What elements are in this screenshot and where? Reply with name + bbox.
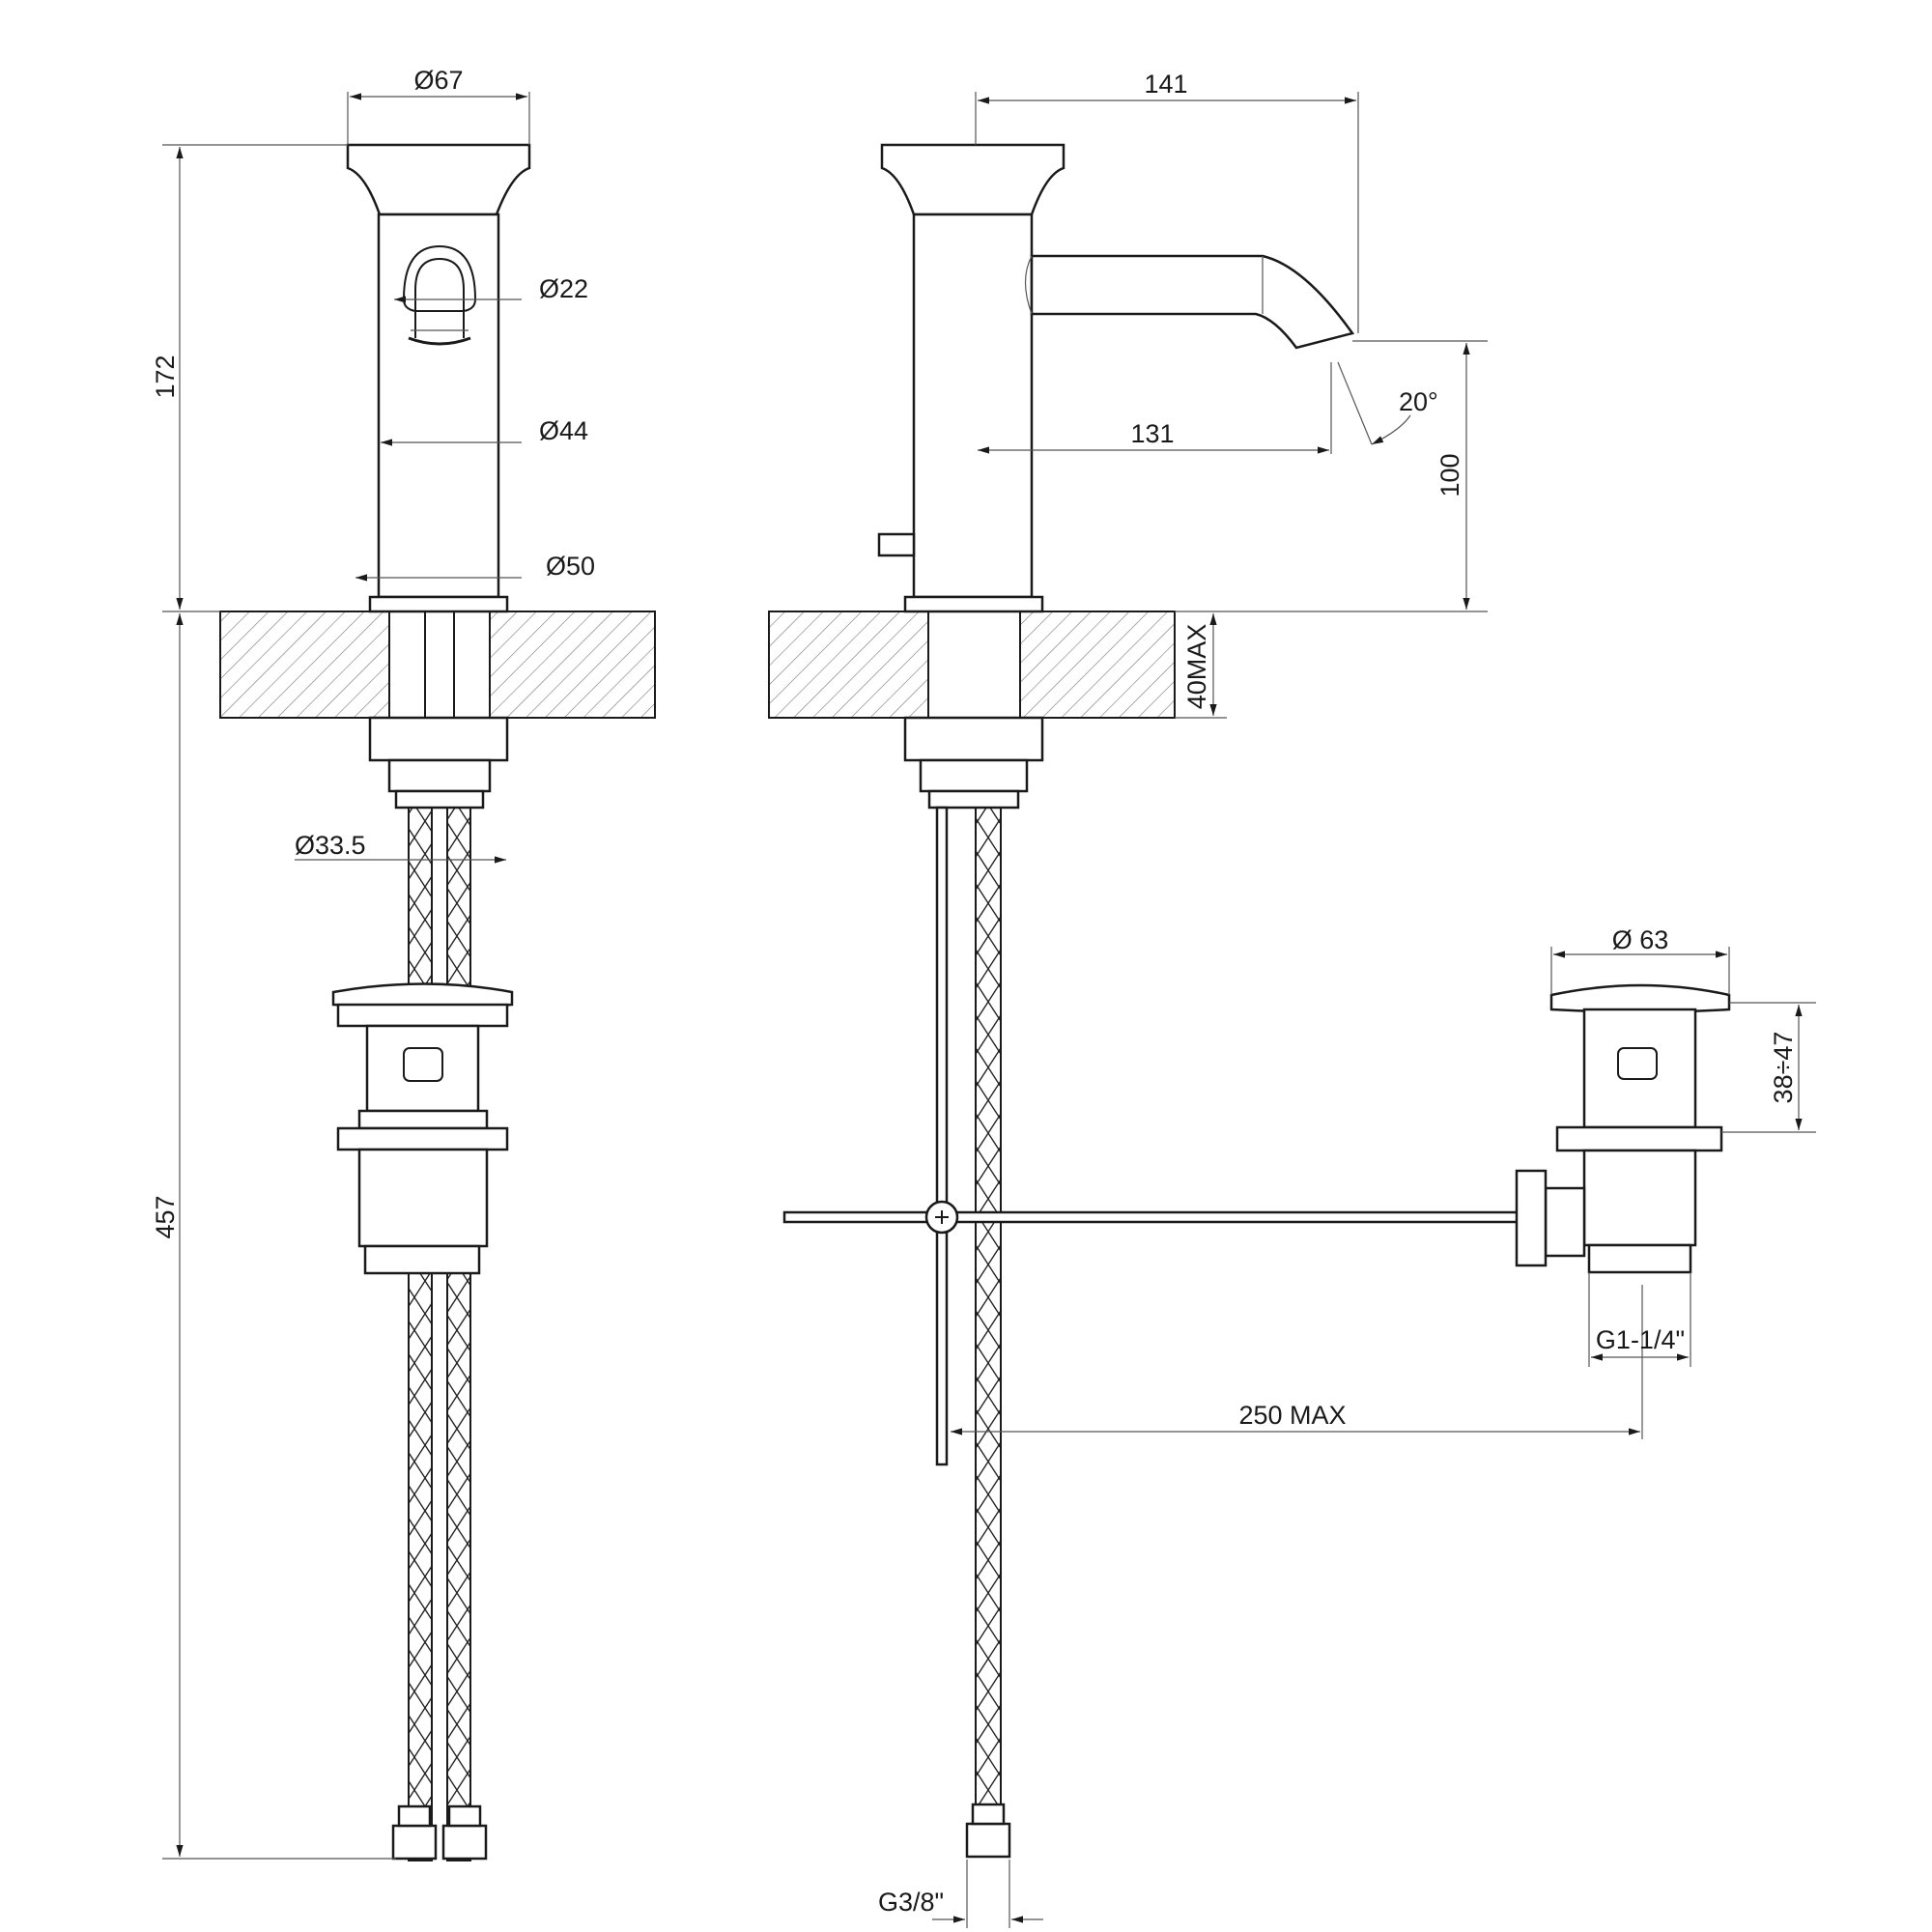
hose-side: [965, 807, 1011, 1859]
dim-angle20: 20°: [1399, 387, 1438, 416]
dim-d67: Ø67: [413, 66, 463, 95]
hoses-front: [391, 807, 488, 1861]
dim-h100: 100: [1435, 453, 1464, 497]
dim-d50: Ø50: [546, 552, 595, 581]
dimension-labels: Ø67 Ø22 Ø44 Ø50 Ø33.5 172 457 141 131 20…: [151, 66, 1798, 1917]
dim-d44: Ø44: [539, 416, 588, 445]
faucet-body-side: [877, 143, 1355, 613]
dim-h172: 172: [151, 355, 180, 398]
dim-38-47: 38÷47: [1769, 1032, 1798, 1104]
dimension-lines: [162, 92, 1816, 1928]
countertop-section-front: [219, 611, 656, 719]
dim-d33-5: Ø33.5: [295, 831, 366, 860]
dim-h457: 457: [151, 1195, 180, 1238]
dim-d63: Ø 63: [1612, 925, 1669, 954]
dim-thread-g3-8: G3/8": [878, 1888, 944, 1917]
waste-side: [1515, 983, 1731, 1274]
countertop-section-side: [768, 611, 1176, 719]
fittings-front: [368, 716, 509, 810]
dim-d22: Ø22: [539, 274, 588, 303]
dim-w141: 141: [1144, 70, 1187, 99]
dim-40max: 40MAX: [1182, 624, 1211, 710]
dim-rod-250max: 250 MAX: [1238, 1401, 1346, 1430]
fittings-side: [903, 716, 1044, 810]
dim-w131: 131: [1130, 419, 1174, 448]
waste-front: [331, 982, 514, 1275]
dim-thread-g1-1-4: G1-1/4": [1596, 1325, 1685, 1354]
popup-rod-side: [782, 806, 1530, 1466]
side-view: [768, 143, 1731, 1859]
faucet-body-front: [346, 143, 531, 613]
front-view: [219, 143, 656, 1861]
